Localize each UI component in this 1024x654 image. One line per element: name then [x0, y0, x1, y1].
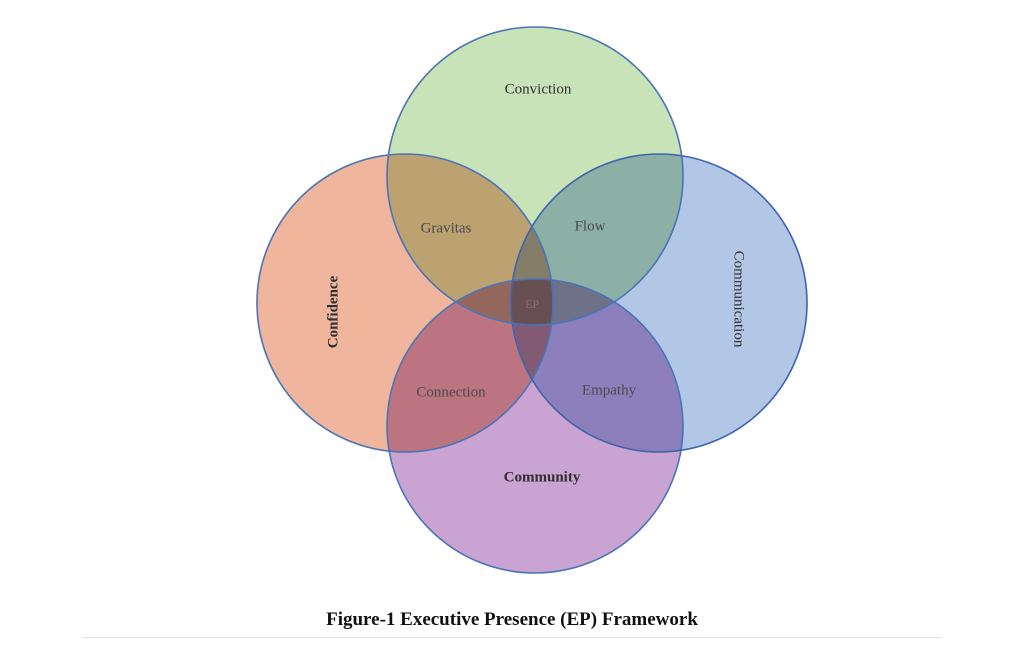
figure-caption: Figure-1 Executive Presence (EP) Framewo…	[326, 609, 698, 630]
label-communication: Communication	[731, 251, 747, 348]
label-ep-center: EP	[525, 297, 539, 311]
circle-community-outline	[386, 278, 684, 574]
circle-confidence-outline	[256, 153, 554, 453]
label-community: Community	[504, 469, 581, 485]
circle-conviction	[387, 27, 683, 325]
label-gravitas: Gravitas	[421, 220, 472, 236]
label-empathy: Empathy	[582, 382, 637, 398]
caption-divider	[82, 637, 942, 638]
label-confidence: Confidence	[325, 275, 341, 348]
label-flow: Flow	[575, 218, 606, 234]
label-connection: Connection	[416, 384, 486, 400]
label-conviction: Conviction	[505, 81, 572, 97]
circle-communication-outline	[510, 153, 808, 453]
circle-conviction-outline	[386, 26, 684, 326]
